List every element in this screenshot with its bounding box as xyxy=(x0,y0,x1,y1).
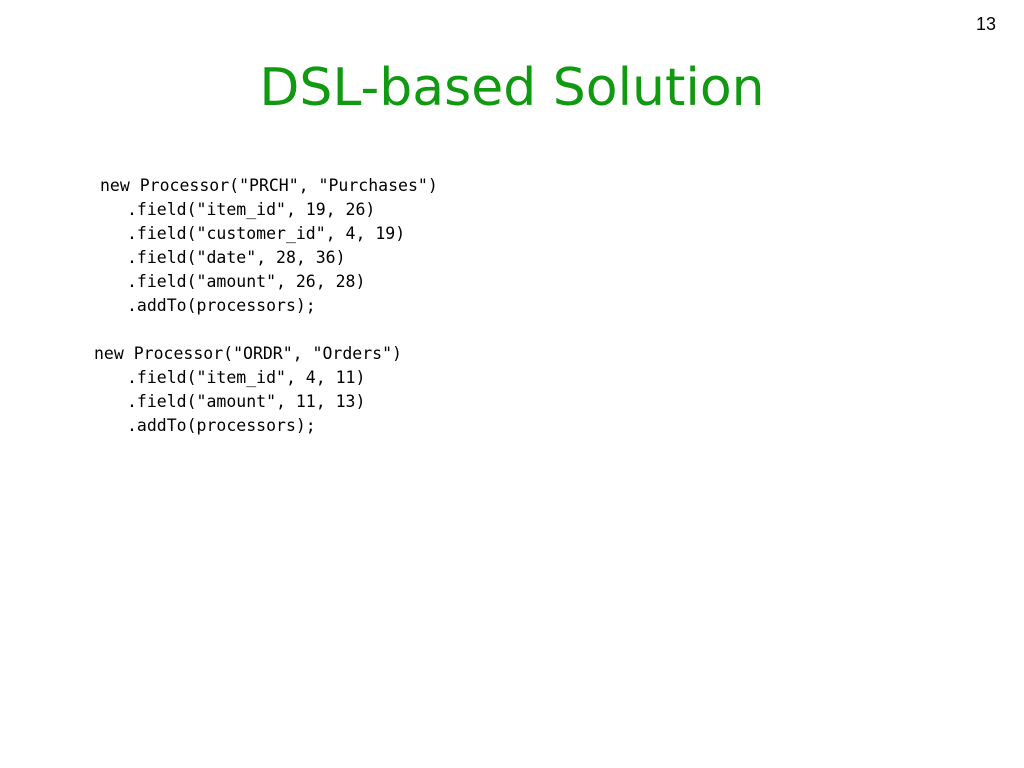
code-line: .field("amount", 26, 28) xyxy=(127,272,366,291)
code-line: .field("item_id", 4, 11) xyxy=(127,368,366,387)
slide-title: DSL-based Solution xyxy=(259,58,765,118)
slide-number: 13 xyxy=(975,14,996,34)
code-line: new Processor("PRCH", "Purchases") xyxy=(100,176,438,195)
code-line: .field("customer_id", 4, 19) xyxy=(127,224,406,243)
code-blank-line xyxy=(94,318,438,342)
code-line: .field("amount", 11, 13) xyxy=(127,392,366,411)
code-line: .field("date", 28, 36) xyxy=(127,248,346,267)
code-line: .addTo(processors); xyxy=(127,416,316,435)
code-block: new Processor("PRCH", "Purchases") .fiel… xyxy=(94,174,438,438)
code-line: .addTo(processors); xyxy=(127,296,316,315)
code-line: .field("item_id", 19, 26) xyxy=(127,200,376,219)
code-line: new Processor("ORDR", "Orders") xyxy=(94,344,402,363)
